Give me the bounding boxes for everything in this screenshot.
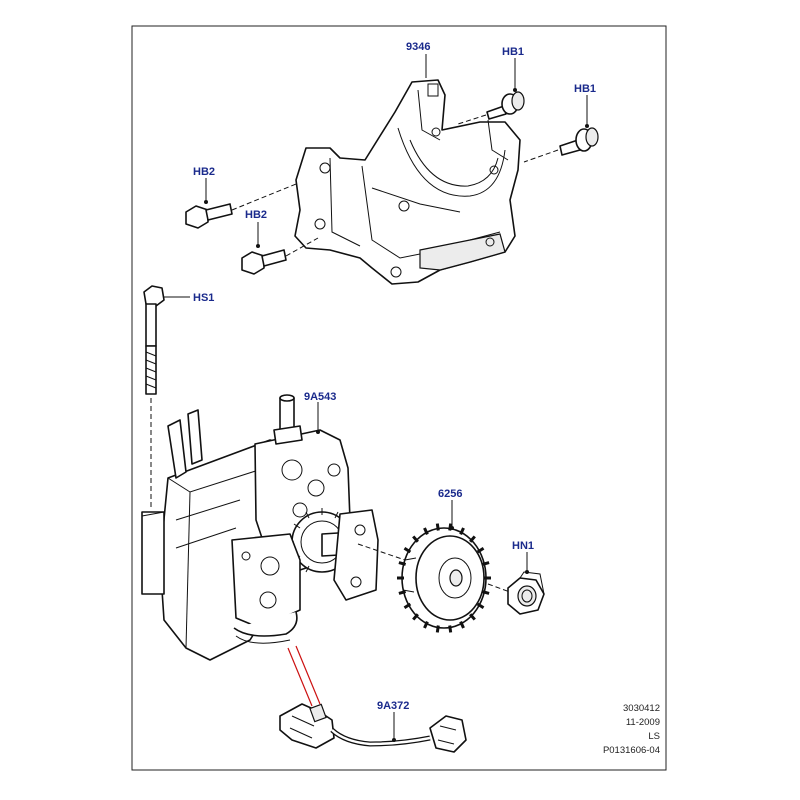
assembly-axis-line-2	[487, 583, 511, 593]
sprocket-tooth	[469, 613, 476, 621]
sprocket-tooth	[476, 602, 485, 609]
sprocket-tooth	[398, 561, 407, 566]
hb1-bolt-right	[523, 95, 599, 163]
callout-6256: 6256	[438, 488, 462, 500]
sprocket-tooth	[403, 602, 412, 609]
sprocket-part	[397, 500, 491, 633]
sprocket-tooth	[476, 547, 485, 554]
sprocket-tooth	[459, 527, 465, 535]
callout-9a543: 9A543	[304, 391, 336, 403]
assembly-axis-line	[357, 543, 406, 561]
bracket-part	[294, 79, 521, 285]
sprocket-tooth	[459, 621, 465, 629]
hs1-long-bolt	[143, 285, 190, 508]
sprocket-tooth	[435, 523, 440, 531]
callout-9a372: 9A372	[377, 700, 409, 712]
callout-9346: 9346	[406, 41, 430, 53]
callout-hs1: HS1	[193, 292, 214, 304]
callout-hn1: HN1	[512, 540, 534, 552]
reference-model: LS	[648, 731, 660, 742]
sprocket-tooth	[469, 535, 476, 543]
sprocket-tooth	[412, 535, 419, 543]
sprocket-tooth	[481, 561, 490, 566]
sprocket-tooth	[403, 547, 412, 554]
callout-hb2-lower: HB2	[245, 209, 267, 221]
sprocket-tooth	[481, 590, 490, 595]
reference-block: 3030412 11-2009 LS P0131606-04	[603, 703, 660, 756]
callout-hb2-left: HB2	[193, 166, 215, 178]
hb1-bolt-top	[457, 58, 525, 125]
sprocket-tooth	[398, 590, 407, 595]
callout-hb1-top: HB1	[502, 46, 524, 58]
reference-number: 3030412	[623, 703, 660, 714]
sprocket-tooth	[448, 523, 453, 531]
hb2-bolt-left	[185, 178, 297, 229]
reference-date: 11-2009	[626, 717, 660, 728]
sprocket-tooth	[412, 613, 419, 621]
harness-connection-leaders	[287, 645, 321, 707]
sprocket-tooth	[423, 621, 429, 629]
fuel-pump-part	[141, 394, 379, 661]
sprocket-tooth	[423, 527, 429, 535]
reference-illustration-id: P0131606-04	[603, 745, 660, 756]
callout-hb1-right: HB1	[574, 83, 596, 95]
wiring-harness-part	[279, 703, 467, 753]
hb2-bolt-lower	[241, 222, 319, 275]
nut-part	[507, 552, 545, 615]
sprocket-tooth	[448, 625, 453, 633]
sprocket-tooth	[435, 625, 440, 633]
